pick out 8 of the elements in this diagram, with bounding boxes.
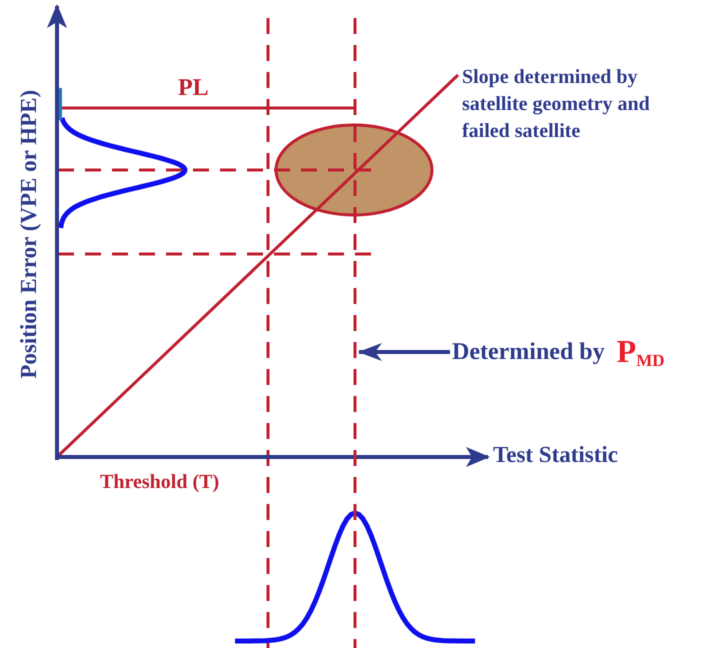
line-label: PL: [178, 74, 209, 103]
axis-title: Test Statistic: [493, 441, 618, 469]
symbol-text: P$_{MD}$: [616, 334, 665, 368]
annotation-text: Slope determined by satellite geometry and failed satellite: [462, 65, 651, 144]
axis-title: Position Error (VPE or HPE): [14, 88, 42, 381]
axis-label: Threshold (T): [100, 470, 220, 495]
arrow: [358, 343, 450, 361]
annotation-text: Determined by: [452, 338, 605, 367]
